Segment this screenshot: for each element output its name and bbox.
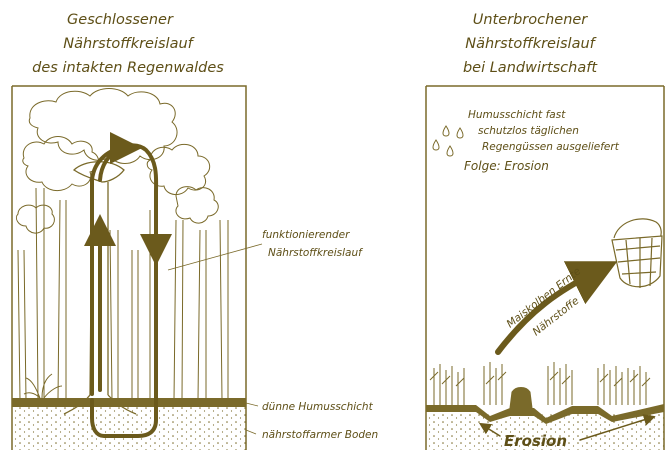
pointer-functioning-cycle bbox=[168, 244, 262, 270]
raindrop-icon bbox=[433, 126, 463, 156]
label-functioning-cycle-1: funktionierender bbox=[262, 229, 350, 241]
left-title-line-1: Geschlossener bbox=[67, 12, 174, 28]
label-thin-humus: dünne Humusschicht bbox=[262, 401, 374, 413]
left-title-line-3: des intakten Regenwaldes bbox=[32, 60, 224, 76]
right-title-line-3: bei Landwirtschaft bbox=[463, 60, 598, 76]
left-soil bbox=[12, 407, 246, 450]
label-functioning-cycle-2: Nährstoffkreislauf bbox=[268, 247, 364, 259]
pointer-thin-humus bbox=[246, 403, 258, 406]
right-title-line-2: Nährstoffkreislauf bbox=[465, 36, 596, 52]
fern-plant bbox=[24, 374, 62, 398]
tree-stump bbox=[510, 388, 532, 412]
label-poor-soil: nährstoffarmer Boden bbox=[262, 429, 378, 441]
nutrient-cycle-arrows bbox=[92, 145, 156, 436]
consequence-erosion: Folge: Erosion bbox=[464, 159, 549, 173]
rainforest-trunks bbox=[18, 188, 228, 400]
erosion-label: Erosion bbox=[504, 432, 567, 450]
harvest-arrow bbox=[498, 272, 596, 352]
corn-plants bbox=[430, 362, 650, 405]
left-humus-layer bbox=[12, 398, 246, 407]
harvest-basket-icon bbox=[612, 219, 662, 288]
rainforest-canopy bbox=[16, 89, 218, 234]
rain-note-line-2: schutzlos täglichen bbox=[478, 125, 579, 137]
pointer-poor-soil bbox=[246, 430, 256, 434]
left-title-line-2: Nährstoffkreislauf bbox=[63, 36, 194, 52]
right-title-line-1: Unterbrochener bbox=[473, 12, 589, 28]
rain-note-line-1: Humusschicht fast bbox=[468, 109, 566, 121]
right-panel: Unterbrochener Nährstoffkreislauf bei La… bbox=[426, 12, 664, 450]
rain-note-line-3: Regengüssen ausgeliefert bbox=[482, 141, 620, 153]
left-panel: Geschlossener Nährstoffkreislauf des int… bbox=[12, 12, 378, 450]
